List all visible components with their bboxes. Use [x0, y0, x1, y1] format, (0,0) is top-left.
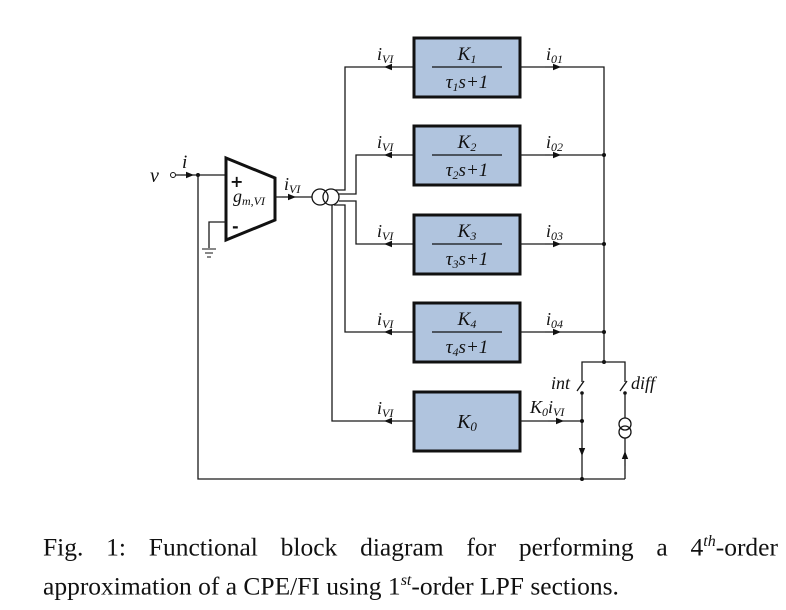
ota-plus: +	[230, 172, 243, 191]
ota-gain-label: gm,VI	[233, 186, 266, 208]
lpf-block-k4: K4 τ4s+1	[412, 301, 522, 364]
mirror-wire-k2	[339, 154, 414, 195]
k4-output-label: i04	[546, 309, 563, 331]
branch-input-arrows	[384, 63, 400, 425]
k2-output-label: i02	[546, 132, 563, 154]
voltage-label: v	[150, 165, 159, 187]
lpf-block-k2: K2 τ2s+1	[412, 124, 522, 187]
ota-minus: -	[232, 217, 239, 236]
current-source-icon	[618, 417, 632, 439]
svg-text:K2: K2	[457, 132, 477, 154]
k1-input-label: iVI	[377, 44, 394, 66]
mirror-wire-k4	[334, 204, 414, 333]
svg-text:τ4s+1: τ4s+1	[446, 337, 489, 359]
ota-transconductor: + - gm,VI	[224, 155, 277, 243]
ground-icon	[202, 248, 216, 258]
diff-switch[interactable]: diff	[619, 373, 658, 479]
mirror-wire-k0	[331, 205, 414, 422]
k0-input-label: iVI	[377, 398, 394, 420]
k0-output-label: K0iVI	[529, 397, 565, 419]
int-switch[interactable]: int	[551, 373, 586, 481]
svg-text:τ3s+1: τ3s+1	[446, 249, 489, 271]
mirror-wire-k1	[335, 66, 414, 191]
svg-text:τ1s+1: τ1s+1	[446, 72, 489, 94]
current-mirror-icon	[311, 188, 340, 206]
ota-ground-wire	[208, 221, 226, 248]
k3-output-label: i03	[546, 221, 563, 243]
svg-text:K4: K4	[457, 309, 477, 331]
branch-output-arrows	[545, 63, 561, 336]
current-label: i	[182, 152, 187, 173]
lpf-block-k1: K1 τ1s+1	[412, 36, 522, 99]
svg-text:K0: K0	[456, 411, 477, 434]
gain-block-k0: K0	[412, 390, 522, 453]
int-switch-label: int	[551, 373, 571, 393]
k4-input-label: iVI	[377, 309, 394, 331]
svg-text:τ2s+1: τ2s+1	[446, 160, 489, 182]
svg-text:K1: K1	[457, 44, 477, 66]
lpf-block-k3: K3 τ3s+1	[412, 213, 522, 276]
k2-input-label: iVI	[377, 132, 394, 154]
ota-output-label: iVI	[284, 174, 301, 196]
k1-output-label: i01	[546, 44, 563, 66]
input-terminal: v i	[150, 152, 187, 187]
k3-input-label: iVI	[377, 221, 394, 243]
svg-text:K3: K3	[457, 221, 477, 243]
figure-caption: Fig. 1: Functional block diagram for per…	[43, 532, 778, 601]
switch-bus	[581, 361, 626, 382]
block-diagram: v i + - gm,VI iVI iVI iVI iVI iV	[150, 36, 658, 481]
feedback-wire	[197, 175, 625, 480]
diff-switch-label: diff	[631, 373, 658, 393]
